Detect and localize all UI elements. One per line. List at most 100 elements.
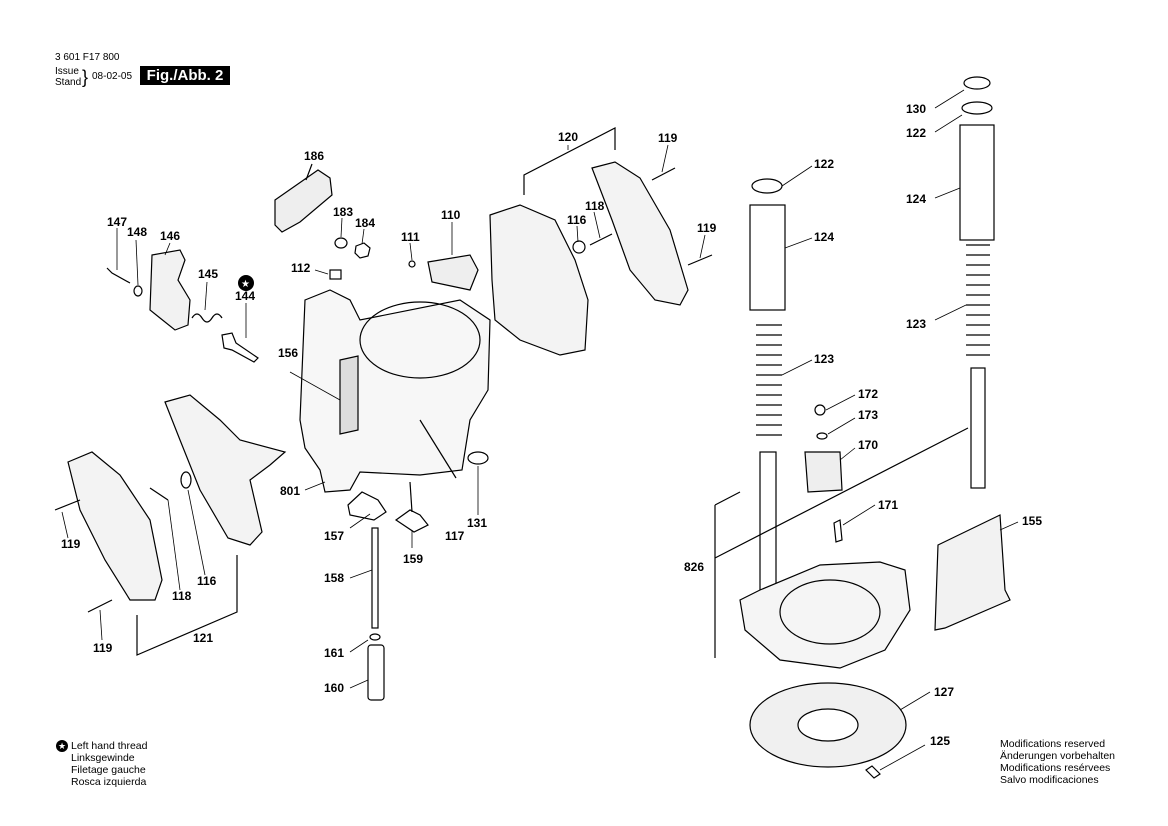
label-120: 120 xyxy=(558,130,578,144)
leader-122b xyxy=(934,114,963,133)
leader-118b xyxy=(167,499,181,591)
part-122-washer-left xyxy=(751,178,783,194)
part-119-screw-d xyxy=(87,599,113,613)
part-119-screw-b xyxy=(687,254,713,266)
label-118-right: 118 xyxy=(585,199,605,213)
part-116-washer-a xyxy=(572,240,586,254)
label-148: 148 xyxy=(127,225,147,239)
label-183: 183 xyxy=(333,205,353,219)
part-156-scale xyxy=(339,355,359,435)
leader-116a xyxy=(576,225,579,243)
part-118-screw-b xyxy=(149,487,169,501)
label-119-top: 119 xyxy=(658,131,678,145)
part-119-screw-c xyxy=(54,499,81,511)
part-184-nut xyxy=(354,242,371,259)
label-184: 184 xyxy=(355,216,375,230)
label-146: 146 xyxy=(160,229,180,243)
leader-125 xyxy=(879,744,926,771)
part-157-clamp xyxy=(347,491,387,521)
label-172: 172 xyxy=(858,387,878,401)
bracket-826 xyxy=(714,427,969,658)
part-123-spring-left xyxy=(756,324,782,436)
label-161: 161 xyxy=(324,646,344,660)
label-121: 121 xyxy=(193,631,213,645)
leader-119b xyxy=(699,234,706,259)
housing-bore xyxy=(359,301,481,379)
label-158: 158 xyxy=(324,571,344,585)
part-144-bolt xyxy=(221,332,259,363)
label-124-left: 124 xyxy=(814,230,834,244)
leader-157 xyxy=(349,513,371,529)
part-148-washer xyxy=(133,285,143,297)
part-186-bracket xyxy=(274,169,333,233)
leader-172 xyxy=(825,394,856,411)
label-144: 144 xyxy=(235,289,255,303)
note-line-2: Linksgewinde xyxy=(71,752,135,765)
leader-118a xyxy=(593,211,601,239)
stand-label: Stand xyxy=(55,77,82,88)
label-110: 110 xyxy=(441,208,461,222)
label-119-bottom: 119 xyxy=(93,641,113,655)
bracket-120 xyxy=(523,127,616,195)
leader-148 xyxy=(135,239,139,286)
leader-155 xyxy=(999,521,1019,531)
label-125: 125 xyxy=(930,734,950,748)
brace: } xyxy=(82,67,89,87)
label-147: 147 xyxy=(107,215,127,229)
leader-184 xyxy=(361,228,365,245)
leader-127 xyxy=(899,691,931,711)
label-160: 160 xyxy=(324,681,344,695)
part-131-oring xyxy=(467,451,489,465)
issue-label: Issue xyxy=(55,66,79,77)
part-161-ring xyxy=(369,633,381,641)
part-number: 3 601 F17 800 xyxy=(55,52,120,63)
part-826-base xyxy=(739,561,911,669)
part-111-screw xyxy=(408,260,416,268)
part-155-shield xyxy=(934,514,1011,631)
part-170-stop xyxy=(804,451,843,493)
label-173: 173 xyxy=(858,408,878,422)
leader-170 xyxy=(839,447,856,461)
leader-124a xyxy=(784,237,813,249)
part-116-washer-b xyxy=(180,471,192,489)
part-159-knob xyxy=(394,509,429,533)
part-160-sleeve xyxy=(367,644,385,701)
label-123-right: 123 xyxy=(906,317,926,331)
leader-158 xyxy=(349,569,373,579)
label-171: 171 xyxy=(878,498,898,512)
label-122-left: 122 xyxy=(814,157,834,171)
issue-date: 08-02-05 xyxy=(92,71,133,82)
mod-line-3: Modifications resérvees xyxy=(1000,762,1111,774)
leader-119a xyxy=(661,144,669,173)
leader-116b xyxy=(187,489,206,576)
part-112-plug xyxy=(329,269,342,280)
leader-119c xyxy=(61,511,69,539)
label-157: 157 xyxy=(324,529,344,543)
leader-173 xyxy=(827,417,856,435)
part-147-screw xyxy=(106,267,131,284)
leader-171 xyxy=(842,504,876,526)
leader-119d xyxy=(99,609,103,641)
leader-145 xyxy=(204,281,208,311)
label-112: 112 xyxy=(291,261,311,275)
part-110-cover xyxy=(427,254,479,291)
leader-117 xyxy=(419,419,457,479)
leader-160 xyxy=(349,679,369,689)
base-opening xyxy=(779,579,881,645)
leader-801 xyxy=(304,481,326,491)
label-122-right: 122 xyxy=(906,126,926,140)
label-116-left: 116 xyxy=(197,574,217,588)
note-line-1: Left hand thread xyxy=(71,740,148,752)
mod-line-2: Änderungen vorbehalten xyxy=(1000,750,1116,762)
part-120-handle xyxy=(489,204,589,356)
part-119-screw-a xyxy=(651,167,676,181)
leader-111 xyxy=(409,242,413,261)
part-172-screw xyxy=(814,404,826,416)
label-156: 156 xyxy=(278,346,298,360)
part-801-housing xyxy=(299,289,491,493)
left-hand-thread-marker-icon xyxy=(238,275,254,291)
label-117: 117 xyxy=(445,529,465,543)
part-145-spring xyxy=(191,313,223,323)
part-130-ring xyxy=(963,76,991,90)
label-124-right: 124 xyxy=(906,192,926,206)
